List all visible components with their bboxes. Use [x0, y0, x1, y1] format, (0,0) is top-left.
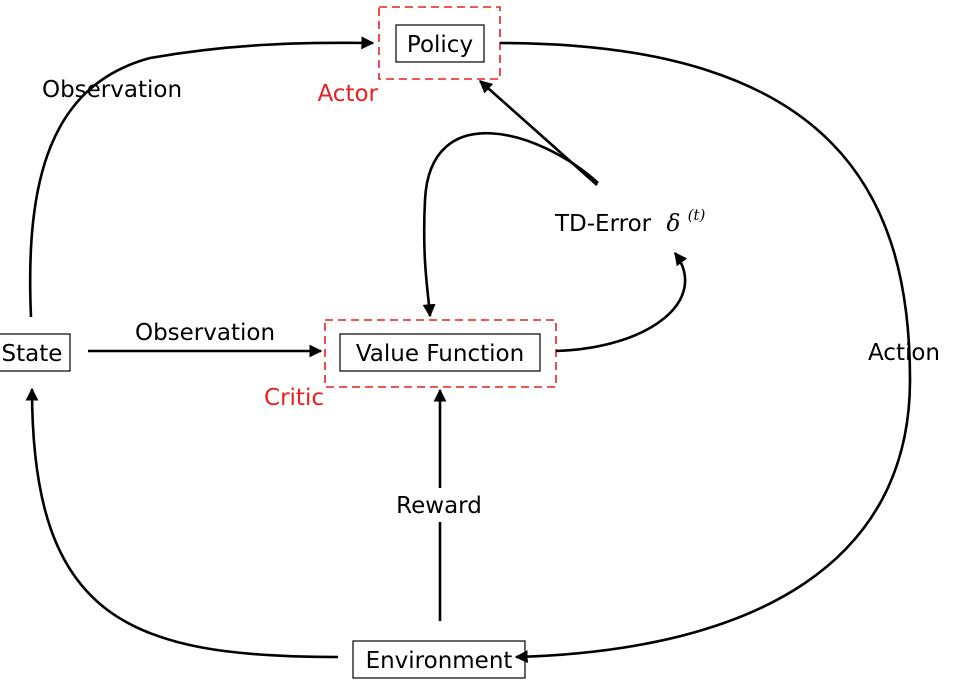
value-function-label: Value Function [356, 341, 524, 367]
edge-state-to-policy [28, 36, 375, 318]
critic-group-box [324, 319, 557, 388]
edge-label-reward: Reward [396, 493, 482, 519]
edge-environment-to-state [25, 387, 339, 659]
critic-label: Critic [264, 385, 324, 411]
environment-label: Environment [366, 648, 513, 674]
policy-label: Policy [407, 32, 473, 58]
edge-label-action: Action [868, 340, 940, 366]
edge-label-observation-middle: Observation [135, 320, 275, 346]
value-function-node [339, 333, 541, 372]
reward-label-bg [388, 488, 492, 522]
edge-label-observation-top: Observation [42, 77, 182, 103]
edge-policy-to-environment [499, 41, 912, 664]
state-label: State [2, 341, 63, 367]
edge-value-to-tderror [555, 251, 688, 353]
td-error-superscript: (t) [688, 206, 706, 224]
edge-tderror-to-value [422, 132, 599, 318]
policy-node [395, 24, 485, 63]
td-error-delta: δ [666, 211, 680, 237]
actor-label: Actor [317, 81, 378, 107]
td-error-prefix: TD-Error [554, 211, 652, 237]
state-node [0, 333, 71, 372]
edge-label-td-error: TD-Error δ (t) [554, 206, 705, 237]
